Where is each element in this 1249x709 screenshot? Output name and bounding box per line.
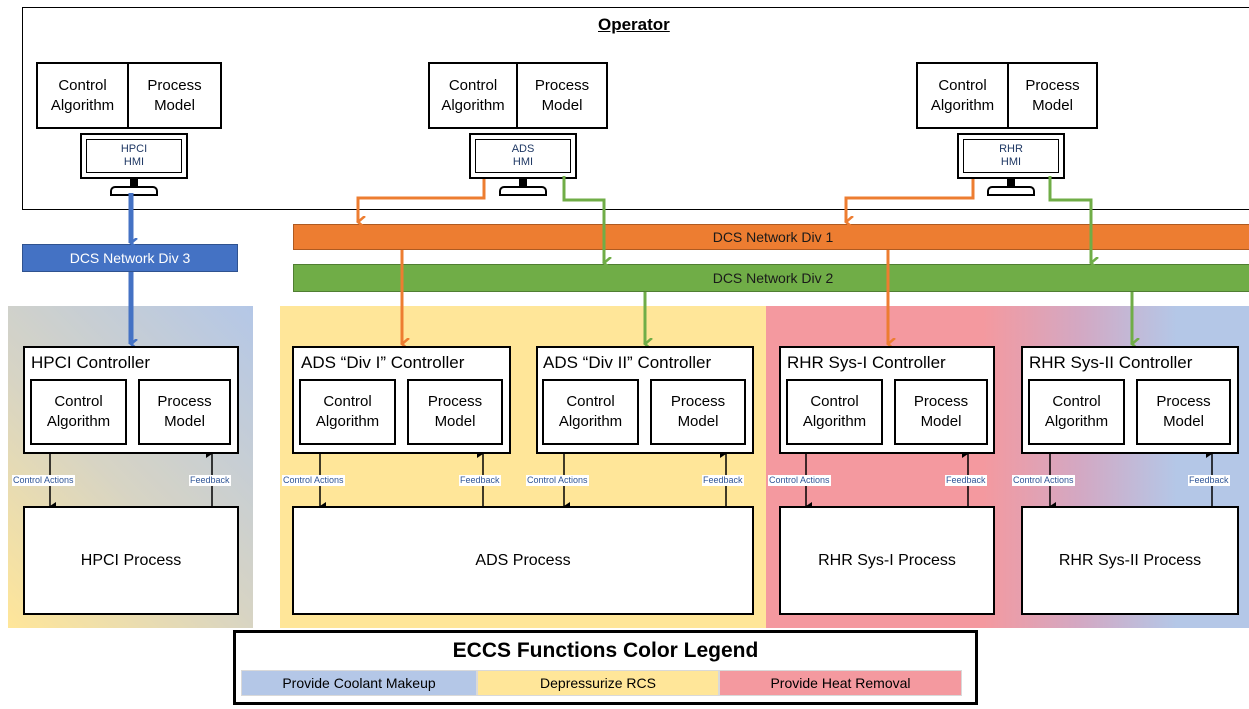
arrow-ads-hmi-to-div1 xyxy=(358,179,486,222)
process-ads: ADS Process xyxy=(292,506,754,615)
legend-item-heat-removal: Provide Heat Removal xyxy=(719,670,962,696)
ads-div1-control-actions-label: Control Actions xyxy=(282,475,345,486)
hmi-ads-process-model: Process Model xyxy=(534,76,590,114)
hmi-hpci-screen: HPCI HMI xyxy=(86,139,182,173)
controller-rhr-sys2-control-algorithm: Control Algorithm xyxy=(1028,379,1125,445)
controller-rhr-sys1-control-algorithm: Control Algorithm xyxy=(786,379,883,445)
hmi-rhr-control-algorithm: Control Algorithm xyxy=(930,76,995,114)
monitor-stand xyxy=(519,179,527,189)
controller-hpci-process-model: Process Model xyxy=(138,379,231,445)
controller-ads-div2-process-model: Process Model xyxy=(650,379,746,445)
ads-div1-feedback-label: Feedback xyxy=(459,475,501,486)
hmi-hpci-process-model: Process Model xyxy=(147,76,202,114)
hmi-rhr-monitor[interactable]: RHR HMI xyxy=(957,133,1065,179)
arrow-rhr-hmi-to-div1 xyxy=(846,179,975,222)
legend-title: ECCS Functions Color Legend xyxy=(452,639,759,662)
controller-ads-div1-control-algorithm: Control Algorithm xyxy=(299,379,396,445)
arrow-rhr-hmi-to-div2 xyxy=(1048,176,1091,263)
controller-rhr-sys2-process-model: Process Model xyxy=(1136,379,1231,445)
hpci-feedback-label: Feedback xyxy=(189,475,231,486)
hmi-hpci-control-algorithm: Control Algorithm xyxy=(50,76,115,114)
controller-ads-div1-title: ADS “Div I” Controller xyxy=(301,353,465,372)
controller-ads-div2-title: ADS “Div II” Controller xyxy=(543,353,712,372)
controller-hpci-title: HPCI Controller xyxy=(31,353,151,372)
arrow-ads-hmi-to-div2 xyxy=(562,176,604,263)
hmi-hpci-monitor[interactable]: HPCI HMI xyxy=(80,133,188,179)
monitor-base xyxy=(987,186,1035,196)
monitor-stand xyxy=(1007,179,1015,189)
process-hpci: HPCI Process xyxy=(23,506,239,615)
rhr-sys1-control-actions-label: Control Actions xyxy=(768,475,831,486)
monitor-base xyxy=(110,186,158,196)
divider xyxy=(516,62,518,129)
ads-div2-feedback-label: Feedback xyxy=(702,475,744,486)
controller-ads-div1-process-model: Process Model xyxy=(407,379,503,445)
controller-rhr-sys1-title: RHR Sys-I Controller xyxy=(787,353,946,372)
ads-div2-control-actions-label: Control Actions xyxy=(526,475,589,486)
rhr-sys2-control-actions-label: Control Actions xyxy=(1012,475,1075,486)
divider xyxy=(127,62,129,129)
process-rhr-sys1: RHR Sys-I Process xyxy=(779,506,995,615)
hmi-hpci-model-box xyxy=(36,62,222,129)
controller-rhr-sys2-title: RHR Sys-II Controller xyxy=(1029,353,1193,372)
monitor-stand xyxy=(130,179,138,189)
monitor-base xyxy=(499,186,547,196)
divider xyxy=(1007,62,1009,129)
rhr-sys2-feedback-label: Feedback xyxy=(1188,475,1230,486)
controller-ads-div2-control-algorithm: Control Algorithm xyxy=(542,379,639,445)
controller-rhr-sys1-process-model: Process Model xyxy=(894,379,988,445)
hmi-ads-control-algorithm: Control Algorithm xyxy=(441,76,505,114)
legend-item-depressurize-rcs: Depressurize RCS xyxy=(477,670,719,696)
dcs-network-div3: DCS Network Div 3 xyxy=(22,244,238,272)
operator-title: Operator xyxy=(598,15,670,34)
rhr-sys1-feedback-label: Feedback xyxy=(945,475,987,486)
hpci-control-actions-label: Control Actions xyxy=(12,475,75,486)
hmi-ads-monitor[interactable]: ADS HMI xyxy=(469,133,577,179)
legend-item-coolant-makeup: Provide Coolant Makeup xyxy=(241,670,477,696)
hmi-rhr-process-model: Process Model xyxy=(1025,76,1080,114)
hmi-ads-screen: ADS HMI xyxy=(475,139,571,173)
hmi-ads-model-box xyxy=(428,62,608,129)
controller-hpci-control-algorithm: Control Algorithm xyxy=(30,379,127,445)
process-rhr-sys2: RHR Sys-II Process xyxy=(1021,506,1239,615)
hmi-rhr-screen: RHR HMI xyxy=(963,139,1059,173)
